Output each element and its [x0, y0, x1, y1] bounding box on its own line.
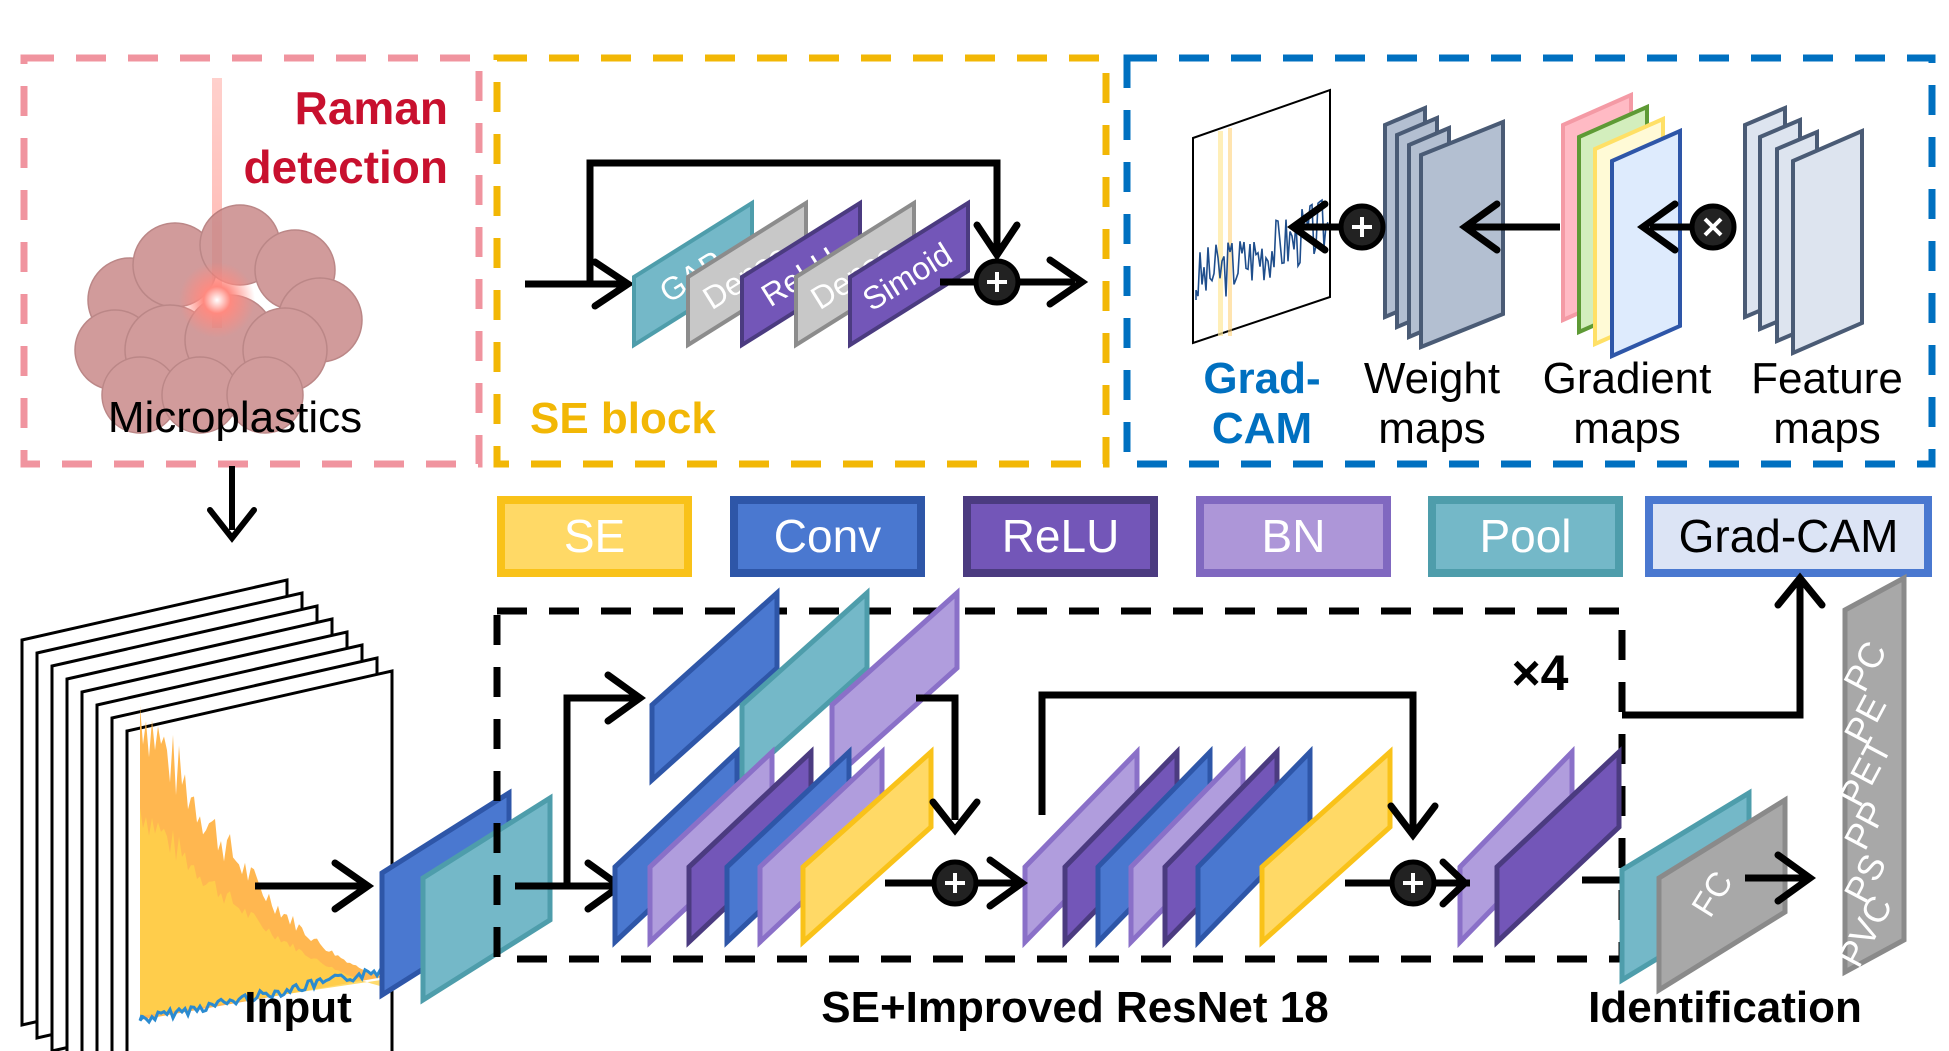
class-output-layer [1842, 573, 1907, 977]
multiply-icon [1689, 203, 1737, 251]
legend-label: ReLU [1002, 510, 1120, 562]
legend-item-grad-cam: Grad-CAM [1645, 496, 1932, 577]
raman-to-input-arrowhead [207, 507, 257, 543]
weight-maps-stack [1383, 104, 1505, 350]
legend-label: Grad-CAM [1679, 510, 1899, 562]
se-input-arrowhead [591, 258, 635, 310]
se-output-arrowhead [1046, 256, 1089, 308]
microplastics-illustration [74, 78, 363, 434]
gradcam-panel: Grad- CAM Weight maps Gradient maps Feat… [1123, 54, 1936, 468]
shortcut-return-arrowhead [929, 798, 981, 836]
se-add-icon [973, 258, 1021, 306]
se-layer-simoid [848, 199, 970, 349]
legend-label: Conv [774, 510, 881, 562]
se-block-title: SE block [530, 394, 716, 443]
gradcam-label-line2: CAM [1212, 404, 1312, 453]
to-gradcam-connector [1622, 582, 1804, 719]
stem-pool-layer [420, 793, 553, 1005]
block2-output-arrowhead [1439, 858, 1471, 908]
identification-caption: Identification [1588, 983, 1862, 1032]
legend: SE Conv ReLU BN Pool Grad-CAM [497, 496, 1932, 577]
fc-output-arrowhead [1774, 851, 1816, 905]
raman-panel-border [20, 54, 483, 468]
branch-connector [515, 694, 640, 890]
resnet-block-border [493, 607, 1626, 963]
legend-item-se: SE [497, 496, 692, 577]
se-block-panel: GAPDenseReLUDenseSimoid SE block [493, 54, 1110, 468]
raman-title-line1: Raman [295, 82, 448, 134]
se-block-panel-border [493, 54, 1110, 468]
gradcam-arrowhead [1287, 200, 1329, 254]
microplastics-caption: Microplastics [108, 393, 362, 442]
weight-arrowhead [1459, 200, 1501, 254]
shortcut-return-line [916, 694, 959, 820]
identity-skip-line [1038, 691, 1417, 830]
input-spectrum-front [138, 705, 397, 1025]
repeat-label: ×4 [1511, 645, 1568, 701]
block1-se-layer [800, 746, 934, 948]
se-skip-arrowhead [973, 221, 1021, 262]
legend-label: SE [564, 510, 625, 562]
stem-layers [255, 788, 553, 1005]
resnet-layer-groups [612, 587, 1622, 949]
branch-bn-layer [829, 587, 960, 786]
raman-panel: Raman detection Microplastics [20, 54, 483, 468]
legend-label: Pool [1479, 510, 1571, 562]
identity-skip-arrowhead [1387, 802, 1439, 841]
block1-add-icon [931, 859, 979, 907]
block2-se-layer [1259, 746, 1393, 948]
feature-maps-stack [1743, 104, 1864, 357]
weight-maps-label-line1: Weight [1364, 354, 1500, 403]
legend-item-relu: ReLU [963, 496, 1158, 577]
block1-output-arrowhead [986, 856, 1028, 910]
block2-add-icon [1389, 859, 1437, 907]
branch-pool-layer [739, 587, 870, 786]
feature-maps-label-line1: Feature [1751, 354, 1903, 403]
gradcam-add-icon [1338, 203, 1386, 251]
feature-maps-label-line2: maps [1773, 404, 1881, 453]
gradient-maps-label-line1: Gradient [1543, 354, 1712, 403]
raman-title-line2: detection [244, 141, 448, 193]
legend-item-conv: Conv [730, 496, 925, 577]
legend-item-pool: Pool [1428, 496, 1623, 577]
gradient-arrowhead [1637, 200, 1679, 254]
legend-label: BN [1262, 510, 1326, 562]
se-layer-stack: GAPDenseReLUDenseSimoid [632, 199, 970, 349]
se-skip-connection [586, 159, 1001, 287]
network-caption: SE+Improved ResNet 18 [821, 983, 1328, 1032]
gradient-maps-stack [1561, 91, 1682, 360]
gradcam-panel-border [1123, 54, 1936, 468]
legend-item-bn: BN [1196, 496, 1391, 577]
to-gradcam-arrowhead [1774, 572, 1826, 609]
gradient-maps-label-line2: maps [1573, 404, 1681, 453]
branch-conv-layer [649, 587, 780, 786]
input-caption: Input [244, 983, 352, 1032]
gradcam-label-line1: Grad- [1203, 354, 1320, 403]
branch-arrowhead-top [604, 671, 646, 725]
input-spectra-stack: Input [20, 466, 397, 1051]
tail-relu-layer [1494, 746, 1622, 948]
fc-layer [1656, 795, 1788, 995]
weight-maps-label-line2: maps [1378, 404, 1486, 453]
